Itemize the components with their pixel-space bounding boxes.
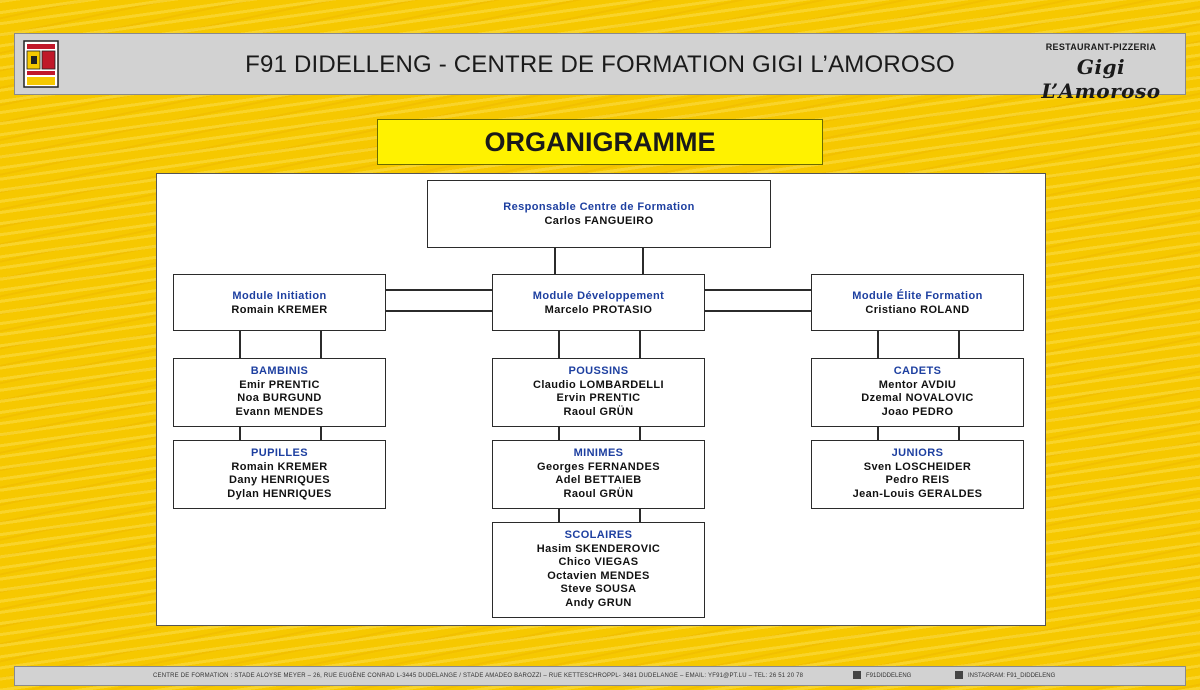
node-member: Pedro REIS xyxy=(885,474,950,487)
footer-facebook: F91DIDDELENG xyxy=(853,667,911,685)
footer-bar: CENTRE DE FORMATION : STADE ALOYSE MEYER… xyxy=(14,666,1186,686)
node-team-scolaires: SCOLAIRES Hasim SKENDEROVIC Chico VIEGAS… xyxy=(492,522,705,618)
node-team-cadets: CADETS Mentor AVDIU Dzemal NOVALOVIC Joa… xyxy=(811,358,1024,427)
connector-right-1a xyxy=(877,331,879,358)
node-team-poussins: POUSSINS Claudio LOMBARDELLI Ervin PRENT… xyxy=(492,358,705,427)
node-member: Andy GRUN xyxy=(565,596,632,609)
connector-module-link-right-bottom xyxy=(704,310,811,312)
node-member: Marcelo PROTASIO xyxy=(544,303,653,316)
node-member: Hasim SKENDEROVIC xyxy=(536,542,661,555)
header-title: F91 DIDELLENG - CENTRE DE FORMATION GIGI… xyxy=(245,51,955,78)
connector-center-2a xyxy=(558,427,560,440)
node-member: Raoul GRÜN xyxy=(563,487,634,500)
node-title: Module Développement xyxy=(532,290,665,302)
node-title: Module Élite Formation xyxy=(852,290,983,302)
node-member: Cristiano ROLAND xyxy=(865,303,970,316)
node-member: Dylan HENRIQUES xyxy=(227,487,332,500)
node-title: CADETS xyxy=(893,365,942,377)
node-title: POUSSINS xyxy=(568,365,629,377)
facebook-icon xyxy=(853,671,861,680)
connector-right-2b xyxy=(958,427,960,440)
node-member: Evann MENDES xyxy=(235,405,324,418)
node-member: Noa BURGUND xyxy=(237,392,322,405)
connector-root-down xyxy=(554,248,556,274)
node-member: Octavien MENDES xyxy=(547,569,650,582)
node-member: Chico VIEGAS xyxy=(558,556,639,569)
facebook-handle: F91DIDDELENG xyxy=(866,673,912,679)
connector-root-down-2 xyxy=(642,248,644,274)
node-member: Georges FERNANDES xyxy=(537,460,660,473)
node-module-elite: Module Élite Formation Cristiano ROLAND xyxy=(811,274,1024,331)
org-chart: Responsable Centre de Formation Carlos F… xyxy=(156,173,1046,626)
connector-center-3b xyxy=(639,509,641,522)
node-title: Responsable Centre de Formation xyxy=(503,201,695,213)
connector-module-link-right-top xyxy=(704,289,811,291)
node-module-developpement: Module Développement Marcelo PROTASIO xyxy=(492,274,705,331)
node-member: Dzemal NOVALOVIC xyxy=(861,392,974,405)
node-title: SCOLAIRES xyxy=(564,529,633,541)
node-member: Mentor AVDIU xyxy=(878,378,957,391)
page-title: ORGANIGRAMME xyxy=(377,119,823,165)
club-crest-icon xyxy=(23,40,59,88)
node-member: Steve SOUSA xyxy=(560,583,637,596)
node-module-initiation: Module Initiation Romain KREMER xyxy=(173,274,386,331)
footer-instagram: INSTAGRAM: F91_DIDDELENG xyxy=(955,667,1055,685)
node-title: Module Initiation xyxy=(232,290,327,302)
node-member: Emir PRENTIC xyxy=(239,378,320,391)
node-title: JUNIORS xyxy=(891,447,944,459)
node-member: Dany HENRIQUES xyxy=(229,474,330,487)
footer-address: CENTRE DE FORMATION : STADE ALOYSE MEYER… xyxy=(153,673,804,679)
sponsor-name: Gigi L’Amoroso xyxy=(1041,55,1161,103)
node-title: BAMBINIS xyxy=(250,365,309,377)
node-member: Ervin PRENTIC xyxy=(556,392,641,405)
connector-left-1b xyxy=(320,331,322,358)
header-banner: F91 DIDELLENG - CENTRE DE FORMATION GIGI… xyxy=(14,33,1186,103)
node-team-bambinis: BAMBINIS Emir PRENTIC Noa BURGUND Evann … xyxy=(173,358,386,427)
node-member: Sven LOSCHEIDER xyxy=(863,460,972,473)
instagram-handle: INSTAGRAM: F91_DIDDELENG xyxy=(968,673,1056,679)
connector-left-2b xyxy=(320,427,322,440)
connector-left-1a xyxy=(239,331,241,358)
node-root: Responsable Centre de Formation Carlos F… xyxy=(427,180,771,248)
connector-right-1b xyxy=(958,331,960,358)
node-title: PUPILLES xyxy=(251,447,308,459)
node-member: Joao PEDRO xyxy=(881,405,954,418)
node-team-pupilles: PUPILLES Romain KREMER Dany HENRIQUES Dy… xyxy=(173,440,386,509)
node-team-minimes: MINIMES Georges FERNANDES Adel BETTAIEB … xyxy=(492,440,705,509)
connector-module-link-left-bottom xyxy=(386,310,493,312)
connector-module-link-left-top xyxy=(386,289,493,291)
connector-center-1b xyxy=(639,331,641,358)
sponsor-logo: RESTAURANT-PIZZERIA Gigi L’Amoroso xyxy=(1031,42,1171,103)
node-member: Jean-Louis GERALDES xyxy=(852,487,983,500)
node-member: Romain KREMER xyxy=(231,460,328,473)
node-team-juniors: JUNIORS Sven LOSCHEIDER Pedro REIS Jean-… xyxy=(811,440,1024,509)
node-member: Adel BETTAIEB xyxy=(555,474,642,487)
node-member: Romain KREMER xyxy=(231,303,328,316)
connector-center-3a xyxy=(558,509,560,522)
connector-center-2b xyxy=(639,427,641,440)
node-title: MINIMES xyxy=(573,447,624,459)
sponsor-subtitle: RESTAURANT-PIZZERIA xyxy=(1045,42,1157,52)
connector-left-2a xyxy=(239,427,241,440)
instagram-icon xyxy=(955,671,963,680)
node-member: Raoul GRÜN xyxy=(563,405,634,418)
connector-center-1a xyxy=(558,331,560,358)
node-member: Carlos FANGUEIRO xyxy=(544,214,654,227)
connector-right-2a xyxy=(877,427,879,440)
node-member: Claudio LOMBARDELLI xyxy=(532,378,665,391)
